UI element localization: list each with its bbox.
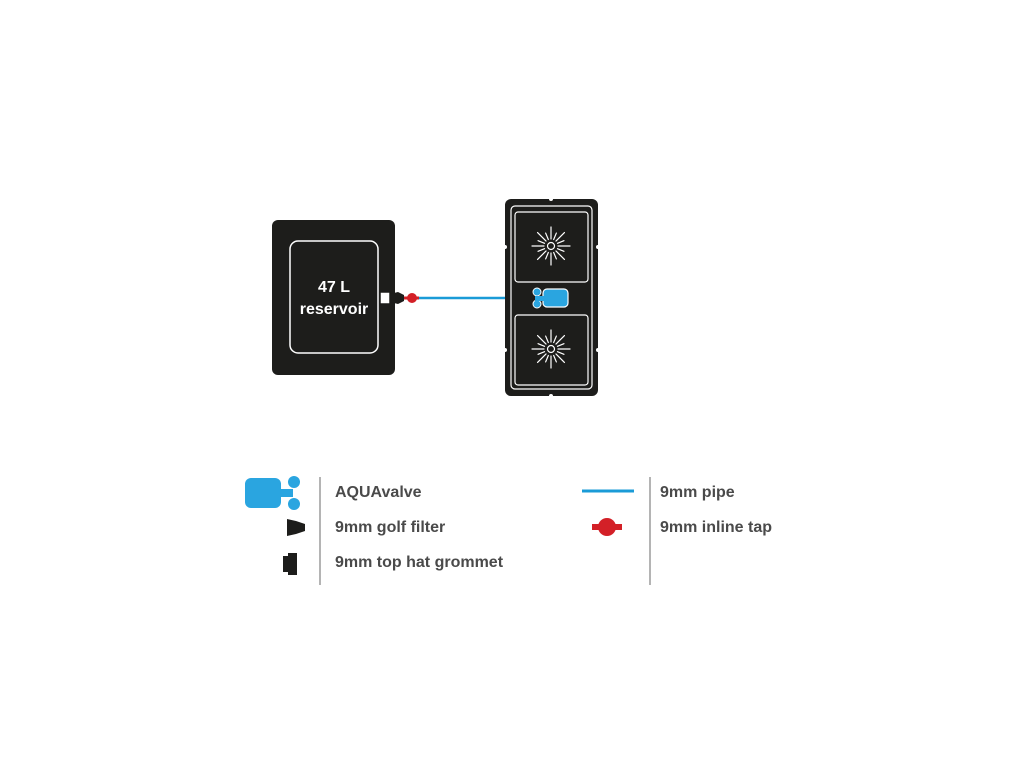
golf-filter-icon (390, 292, 404, 304)
aquavalve-icon (245, 476, 300, 510)
reservoir: 47 L reservoir (272, 220, 395, 375)
legend-label-golf-filter: 9mm golf filter (335, 519, 446, 536)
legend-label-aquavalve: AQUAvalve (335, 484, 422, 501)
legend-label-inline-tap: 9mm inline tap (660, 519, 773, 536)
pot-drainage-pattern-top (531, 226, 571, 266)
reservoir-label: reservoir (300, 301, 369, 318)
reservoir-capacity: 47 L (318, 279, 350, 296)
inline-tap-icon (404, 293, 419, 303)
top-hat-grommet-icon (379, 291, 391, 305)
inline-tap-icon (592, 518, 622, 536)
pot-drainage-pattern-bottom (531, 329, 571, 369)
golf-filter-icon (287, 519, 305, 536)
legend-label-top-hat-grommet: 9mm top hat grommet (335, 554, 504, 571)
aquavalve-icon (532, 287, 569, 309)
legend-label-pipe: 9mm pipe (660, 484, 735, 501)
top-hat-grommet-icon (283, 553, 297, 575)
